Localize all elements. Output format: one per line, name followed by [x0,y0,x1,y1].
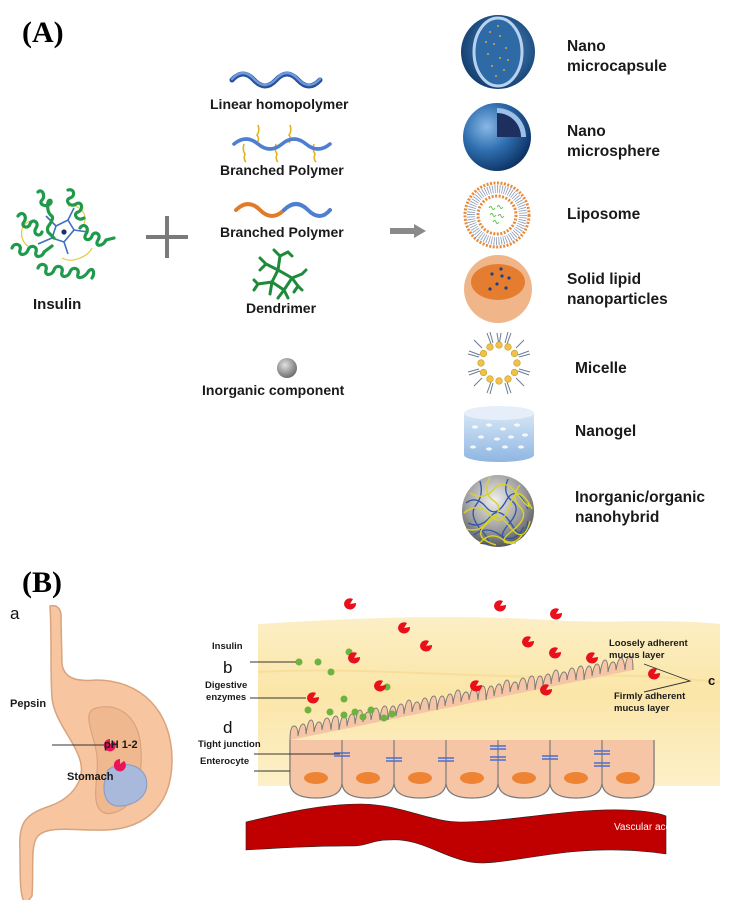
intestinal-mucosa-illustration [245,598,721,864]
nanosphere-icon [463,103,531,171]
stomach-illustration [18,604,173,900]
solid-lipid-nanoparticle-icon [464,255,532,323]
carrier-label-nanocapsule: Nano microcapsule [567,38,667,75]
branched-polymer-icon [232,124,332,163]
tight-junction-label: Tight junction [198,739,261,750]
polymer-label-linear: Linear homopolymer [210,96,349,112]
carrier-label-nanogel: Nanogel [575,423,637,440]
panel-b-label: (B) [22,566,62,599]
label-d: d [223,718,233,737]
vascular-access-label: Vascular access [614,822,687,833]
nanocapsule-icon [461,15,535,89]
polymer-label-inorganic: Inorganic component [202,382,345,398]
insulin-label: Insulin [33,296,82,313]
carrier-label-liposome: Liposome [567,206,641,223]
panel-a-label: (A) [22,16,64,49]
pepsin-label: Pepsin [10,698,47,710]
digestive-enzymes [307,598,661,704]
carrier-label-nanosphere: Nano microsphere [567,123,661,160]
insulin-pointer-label: Insulin [212,641,243,652]
stomach-label: Stomach [67,771,114,783]
polymer-label-branched-2: Branched Polymer [220,224,344,240]
carrier-label-nanohybrid: Inorganic/organic nanohybrid [575,489,706,526]
ph-label: pH 1-2 [104,739,138,751]
nanohybrid-icon [462,475,534,547]
nanogel-icon [464,406,534,462]
polymer-label-branched-1: Branched Polymer [220,162,344,178]
right-arrow-icon [390,224,426,238]
carrier-label-solid-lipid: Solid lipid nanoparticles [567,271,668,308]
insulin-protein-icon [10,188,116,280]
enterocyte-row [289,740,655,799]
plus-icon [146,216,188,258]
micelle-icon [467,331,531,395]
blood-vessel [245,803,667,864]
label-b: b [223,658,233,677]
dendrimer-icon [252,248,308,300]
loose-mucus-label: Loosely adherent mucus layer [609,638,688,661]
block-copolymer-icon [234,202,332,218]
label-c: c [708,673,716,688]
carrier-label-micelle: Micelle [575,360,627,377]
polymer-label-dendrimer: Dendrimer [246,300,317,316]
inorganic-sphere-icon [277,358,297,378]
firm-mucus-label: Firmly adherent mucus layer [614,691,686,714]
enzymes-label: Digestive enzymes [205,680,248,703]
liposome-icon [463,181,531,249]
label-a: a [10,604,20,623]
enterocyte-label: Enterocyte [200,756,250,767]
linear-homopolymer-icon [229,71,323,89]
